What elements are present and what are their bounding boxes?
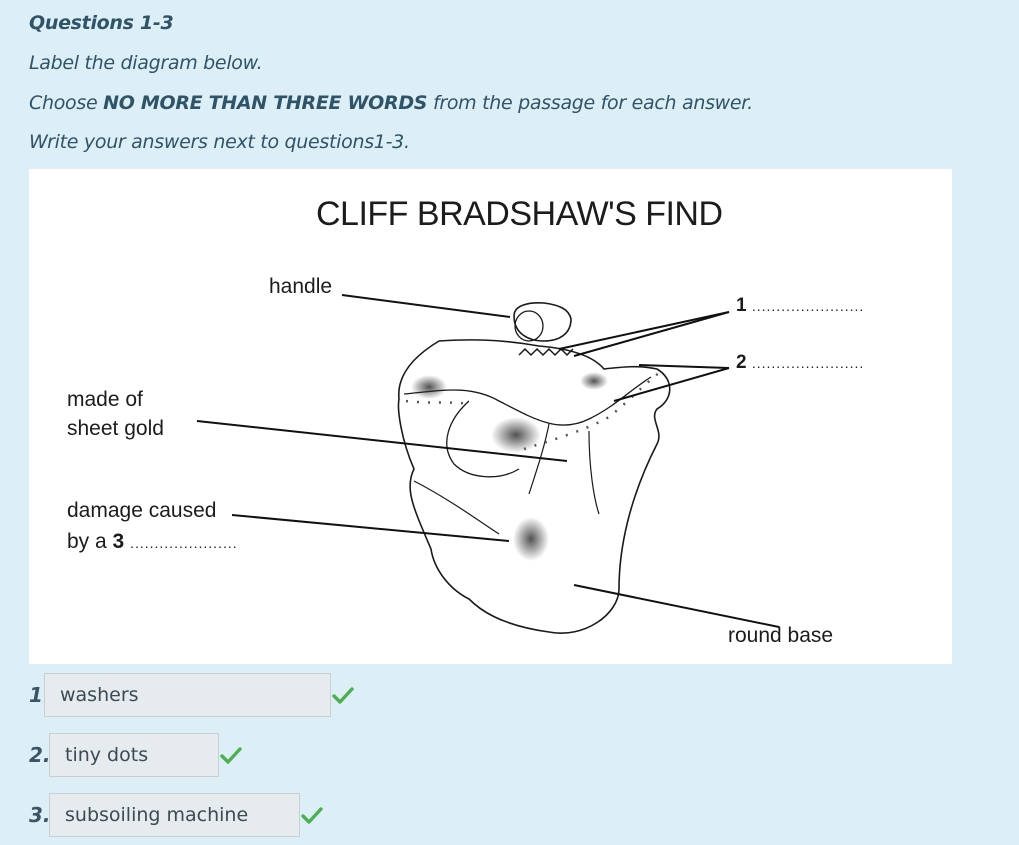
cup-drawing [196, 294, 780, 634]
answer-blank-2: ....................... [751, 355, 865, 371]
label-damage-line2: by a 3 ...................... [67, 526, 238, 559]
question-2-number: 2 [736, 352, 747, 373]
instruction-label-diagram: Label the diagram below. [29, 52, 263, 74]
check-icon [301, 807, 323, 824]
label-question-2: 2 ....................... [736, 352, 864, 374]
answer-input-1[interactable]: washers [44, 673, 331, 717]
check-icon [220, 747, 242, 764]
answer-input-3[interactable]: subsoiling machine [49, 793, 300, 837]
question-1-number: 1 [736, 295, 747, 316]
instruction-post: from the passage for each answer. [427, 92, 753, 114]
answer-number-2: 2. [29, 743, 51, 767]
label-question-3: 3 [112, 530, 125, 553]
label-made-of-line1: made of [67, 388, 143, 411]
answer-number-3: 3. [29, 803, 51, 827]
answer-blank-1: ....................... [751, 298, 865, 314]
answer-blank-3: ...................... [130, 535, 238, 551]
instruction-pre: Choose [29, 92, 104, 114]
diagram-image: CLIFF BRADSHAW'S FIND handle made of she… [29, 169, 952, 664]
instruction-write-answers: Write your answers next to questions1-3. [29, 131, 410, 153]
check-icon [332, 687, 354, 704]
label-damage-pre: by a [67, 530, 113, 553]
label-handle: handle [269, 275, 333, 298]
diagram-title: CLIFF BRADSHAW'S FIND [316, 195, 723, 233]
label-damage: damage caused by a 3 ...................… [67, 495, 238, 559]
questions-heading: Questions 1-3 [29, 12, 174, 34]
instruction-bold: NO MORE THAN THREE WORDS [103, 92, 428, 114]
label-question-1: 1 ....................... [736, 295, 864, 317]
answer-input-2[interactable]: tiny dots [49, 733, 219, 777]
label-made-of-line2: sheet gold [67, 417, 164, 440]
label-round-base: round base [728, 624, 834, 647]
instruction-word-limit: Choose NO MORE THAN THREE WORDS from the… [29, 92, 753, 114]
label-made-of-sheet-gold: made of sheet gold [67, 385, 164, 443]
label-damage-line1: damage caused [67, 499, 217, 522]
